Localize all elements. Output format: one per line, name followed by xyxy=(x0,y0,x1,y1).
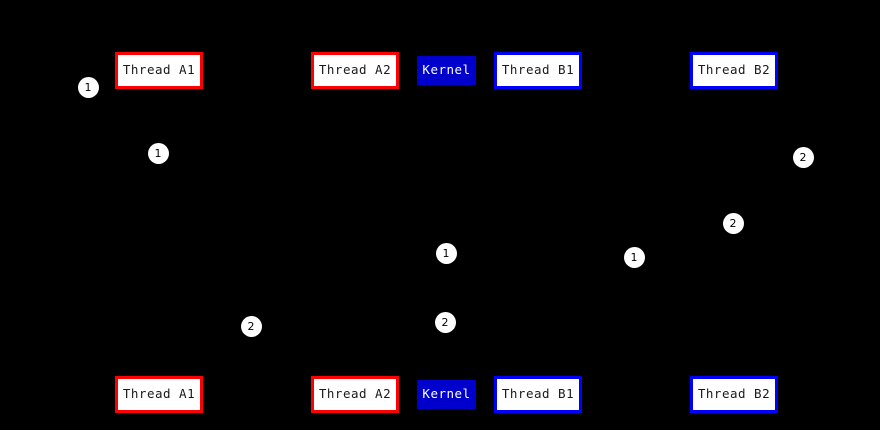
participant-box-thread-a1[interactable]: Thread A1 xyxy=(115,52,203,89)
participant-box-thread-b2[interactable]: Thread B2 xyxy=(690,376,778,413)
sequence-marker-5: 1 xyxy=(623,246,645,268)
participant-label: Thread B1 xyxy=(501,386,575,402)
sequence-marker-label: 2 xyxy=(799,150,807,164)
participant-box-thread-a2[interactable]: Thread A2 xyxy=(311,52,399,89)
sequence-marker-0: 1 xyxy=(77,76,99,98)
participant-label: Thread A1 xyxy=(122,62,196,78)
sequence-marker-label: 1 xyxy=(630,250,638,264)
lifeline-3 xyxy=(538,89,539,376)
participant-label: Thread A2 xyxy=(318,386,392,402)
sequence-marker-label: 2 xyxy=(441,315,449,329)
message-arrow-4 xyxy=(447,253,538,254)
participant-label: Thread B2 xyxy=(697,62,771,78)
message-arrow-1 xyxy=(159,153,355,154)
lifeline-1 xyxy=(355,89,356,376)
sequence-marker-3: 2 xyxy=(722,212,744,234)
participant-label: Kernel xyxy=(422,62,471,78)
participant-label: Kernel xyxy=(422,386,471,402)
sequence-marker-label: 2 xyxy=(729,216,737,230)
participant-box-thread-a1[interactable]: Thread A1 xyxy=(115,376,203,413)
participant-label: Thread B1 xyxy=(501,62,575,78)
participant-label: Thread B2 xyxy=(697,386,771,402)
sequence-marker-6: 2 xyxy=(240,315,262,337)
sequence-marker-2: 2 xyxy=(792,146,814,168)
sequence-marker-1: 1 xyxy=(147,142,169,164)
participant-box-kernel[interactable]: Kernel xyxy=(417,56,476,85)
message-arrow-3 xyxy=(538,223,734,224)
participant-box-kernel[interactable]: Kernel xyxy=(417,380,476,409)
sequence-marker-4: 1 xyxy=(435,242,457,264)
lifeline-2 xyxy=(447,85,448,380)
participant-box-thread-a2[interactable]: Thread A2 xyxy=(311,376,399,413)
participant-label: Thread A1 xyxy=(122,386,196,402)
message-arrow-7 xyxy=(355,322,447,323)
sequence-marker-label: 1 xyxy=(442,246,450,260)
participant-box-thread-b1[interactable]: Thread B1 xyxy=(494,52,582,89)
message-arrow-2 xyxy=(734,157,820,158)
sequence-marker-label: 1 xyxy=(154,146,162,160)
sequence-marker-7: 2 xyxy=(434,311,456,333)
participant-label: Thread A2 xyxy=(318,62,392,78)
sequence-marker-label: 2 xyxy=(247,319,255,333)
sequence-marker-label: 1 xyxy=(84,80,92,94)
participant-box-thread-b1[interactable]: Thread B1 xyxy=(494,376,582,413)
lifeline-0 xyxy=(159,89,160,376)
participant-box-thread-b2[interactable]: Thread B2 xyxy=(690,52,778,89)
